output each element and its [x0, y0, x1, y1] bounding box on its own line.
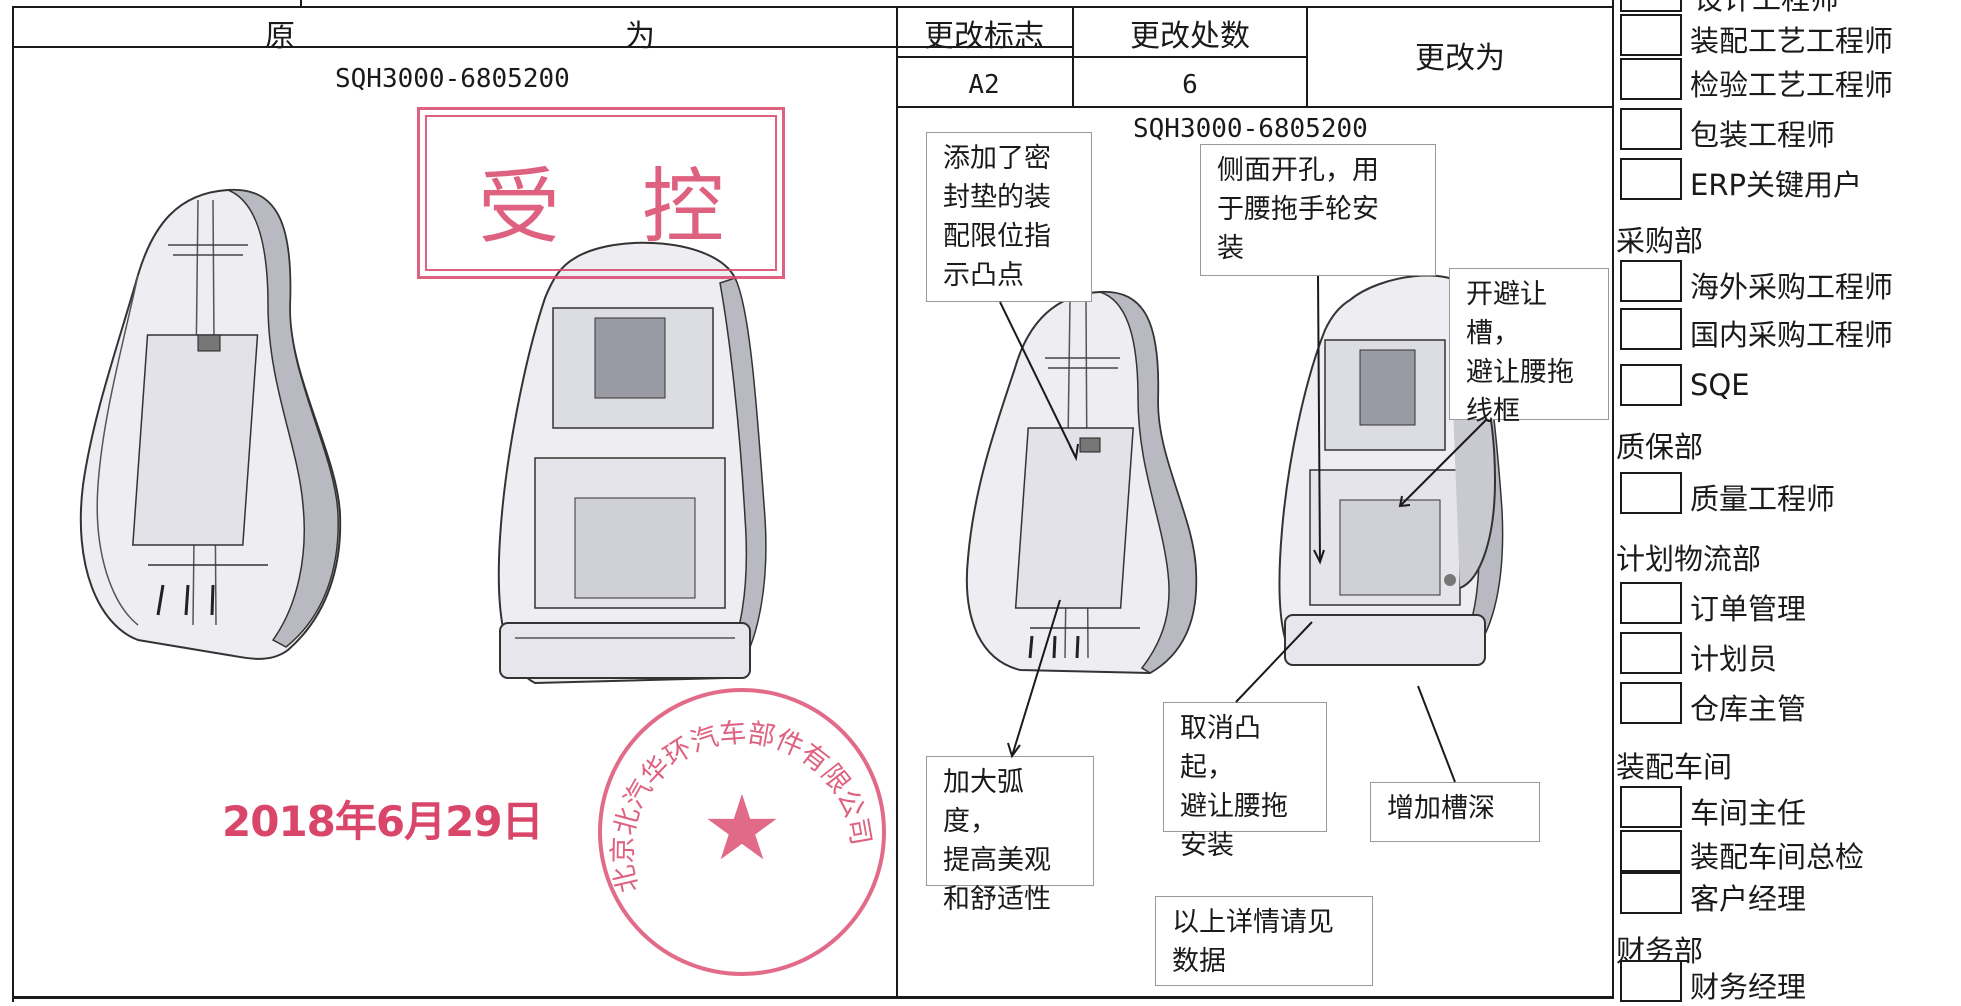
distribution-checkbox[interactable]	[1620, 108, 1682, 150]
distribution-checkbox[interactable]	[1620, 308, 1682, 350]
distribution-checkbox[interactable]	[1620, 158, 1682, 200]
department-heading: 装配车间	[1616, 750, 1733, 784]
company-seal: ★	[598, 688, 886, 976]
distribution-checkbox[interactable]	[1620, 58, 1682, 100]
callout-gasket-indicator: 添加了密 封垫的装 配限位指 示凸点	[926, 132, 1092, 302]
distribution-checkbox[interactable]	[1620, 786, 1682, 828]
distribution-role-label: 海外采购工程师	[1690, 270, 1894, 304]
distribution-checkbox[interactable]	[1620, 364, 1682, 406]
callout-see-data: 以上详情请见 数据	[1155, 896, 1373, 986]
distribution-role-label: 包装工程师	[1690, 118, 1836, 152]
distribution-role-label: 装配工艺工程师	[1690, 24, 1894, 58]
changed-seat-front-drawing	[965, 290, 1198, 675]
divider-original	[896, 6, 898, 996]
department-heading: 计划物流部	[1616, 542, 1762, 576]
distribution-checkbox[interactable]	[1620, 830, 1682, 872]
distribution-checkbox[interactable]	[1620, 472, 1682, 514]
top-border	[12, 6, 1613, 8]
part-number-left: SQH3000-6805200	[335, 64, 570, 94]
distribution-checkbox[interactable]	[1620, 682, 1682, 724]
distribution-checkbox[interactable]	[1620, 582, 1682, 624]
distribution-role-label: 质量工程师	[1690, 482, 1836, 516]
svg-text:北京北汽华环汽车部件有限公司: 北京北汽华环汽车部件有限公司	[608, 718, 877, 896]
distribution-checkbox[interactable]	[1620, 14, 1682, 56]
changed-seat-rear-drawing	[1278, 274, 1504, 667]
distribution-checkbox[interactable]	[1620, 872, 1682, 914]
distribution-role-label: ERP关键用户	[1690, 168, 1862, 202]
seal-star-icon: ★	[701, 776, 783, 881]
distribution-checkbox[interactable]	[1620, 632, 1682, 674]
department-heading: 采购部	[1616, 224, 1704, 258]
header-original: 原 为	[265, 19, 655, 54]
distribution-role-label: 装配车间总检	[1690, 840, 1865, 874]
distribution-checkbox[interactable]	[1620, 960, 1682, 1002]
header-change-to: 更改为	[1415, 41, 1505, 76]
callout-larger-arc: 加大弧度， 提高美观 和舒适性	[926, 756, 1094, 915]
divider-sidebar	[1612, 0, 1614, 999]
sidebar-top-partial-label: 设计工程师	[1694, 0, 1839, 18]
divider-count	[1306, 6, 1308, 108]
distribution-role-label: 计划员	[1690, 642, 1778, 676]
header-change-mark: 更改标志	[924, 19, 1044, 54]
distribution-role-label: 车间主任	[1690, 796, 1807, 830]
distribution-checkbox[interactable]	[1620, 260, 1682, 302]
distribution-role-label: 国内采购工程师	[1690, 318, 1894, 352]
part-number-right: SQH3000-6805200	[1133, 114, 1368, 144]
date-stamp: 2018年6月29日	[222, 797, 544, 846]
header-mid-line	[896, 56, 1306, 58]
change-count-value: 6	[1182, 70, 1198, 100]
callout-avoid-slot: 开避让槽， 避让腰拖 线框	[1449, 268, 1609, 427]
distribution-role-label: 客户经理	[1690, 882, 1807, 916]
controlled-stamp: 受 控	[417, 107, 785, 279]
callout-side-hole: 侧面开孔，用 于腰拖手轮安 装	[1200, 144, 1436, 276]
callout-remove-bump: 取消凸起， 避让腰拖 安装	[1163, 702, 1327, 861]
distribution-role-label: 仓库主管	[1690, 692, 1807, 726]
distribution-role-label: 财务经理	[1690, 970, 1807, 1004]
distribution-role-label: 订单管理	[1690, 592, 1807, 626]
change-mark-value: A2	[968, 70, 1000, 100]
bottom-border	[12, 996, 1613, 999]
header-top-stub	[300, 0, 302, 8]
original-seat-front-drawing	[79, 188, 342, 660]
callout-deeper-groove: 增加槽深	[1370, 782, 1540, 842]
distribution-role-label: SQE	[1690, 368, 1750, 402]
sidebar-top-partial-checkbox[interactable]	[1620, 0, 1682, 12]
original-seat-rear-drawing	[497, 241, 767, 685]
value-row-bottom-line	[896, 106, 1613, 108]
header-bottom-line	[12, 46, 1072, 48]
distribution-role-label: 检验工艺工程师	[1690, 68, 1894, 102]
company-seal-text: 北京北汽华环汽车部件有限公司	[608, 718, 877, 896]
header-change-count: 更改处数	[1130, 19, 1250, 54]
divider-mark	[1072, 6, 1074, 108]
left-border	[12, 6, 14, 1002]
department-heading: 质保部	[1616, 430, 1704, 464]
controlled-stamp-text: 受 控	[477, 160, 724, 255]
